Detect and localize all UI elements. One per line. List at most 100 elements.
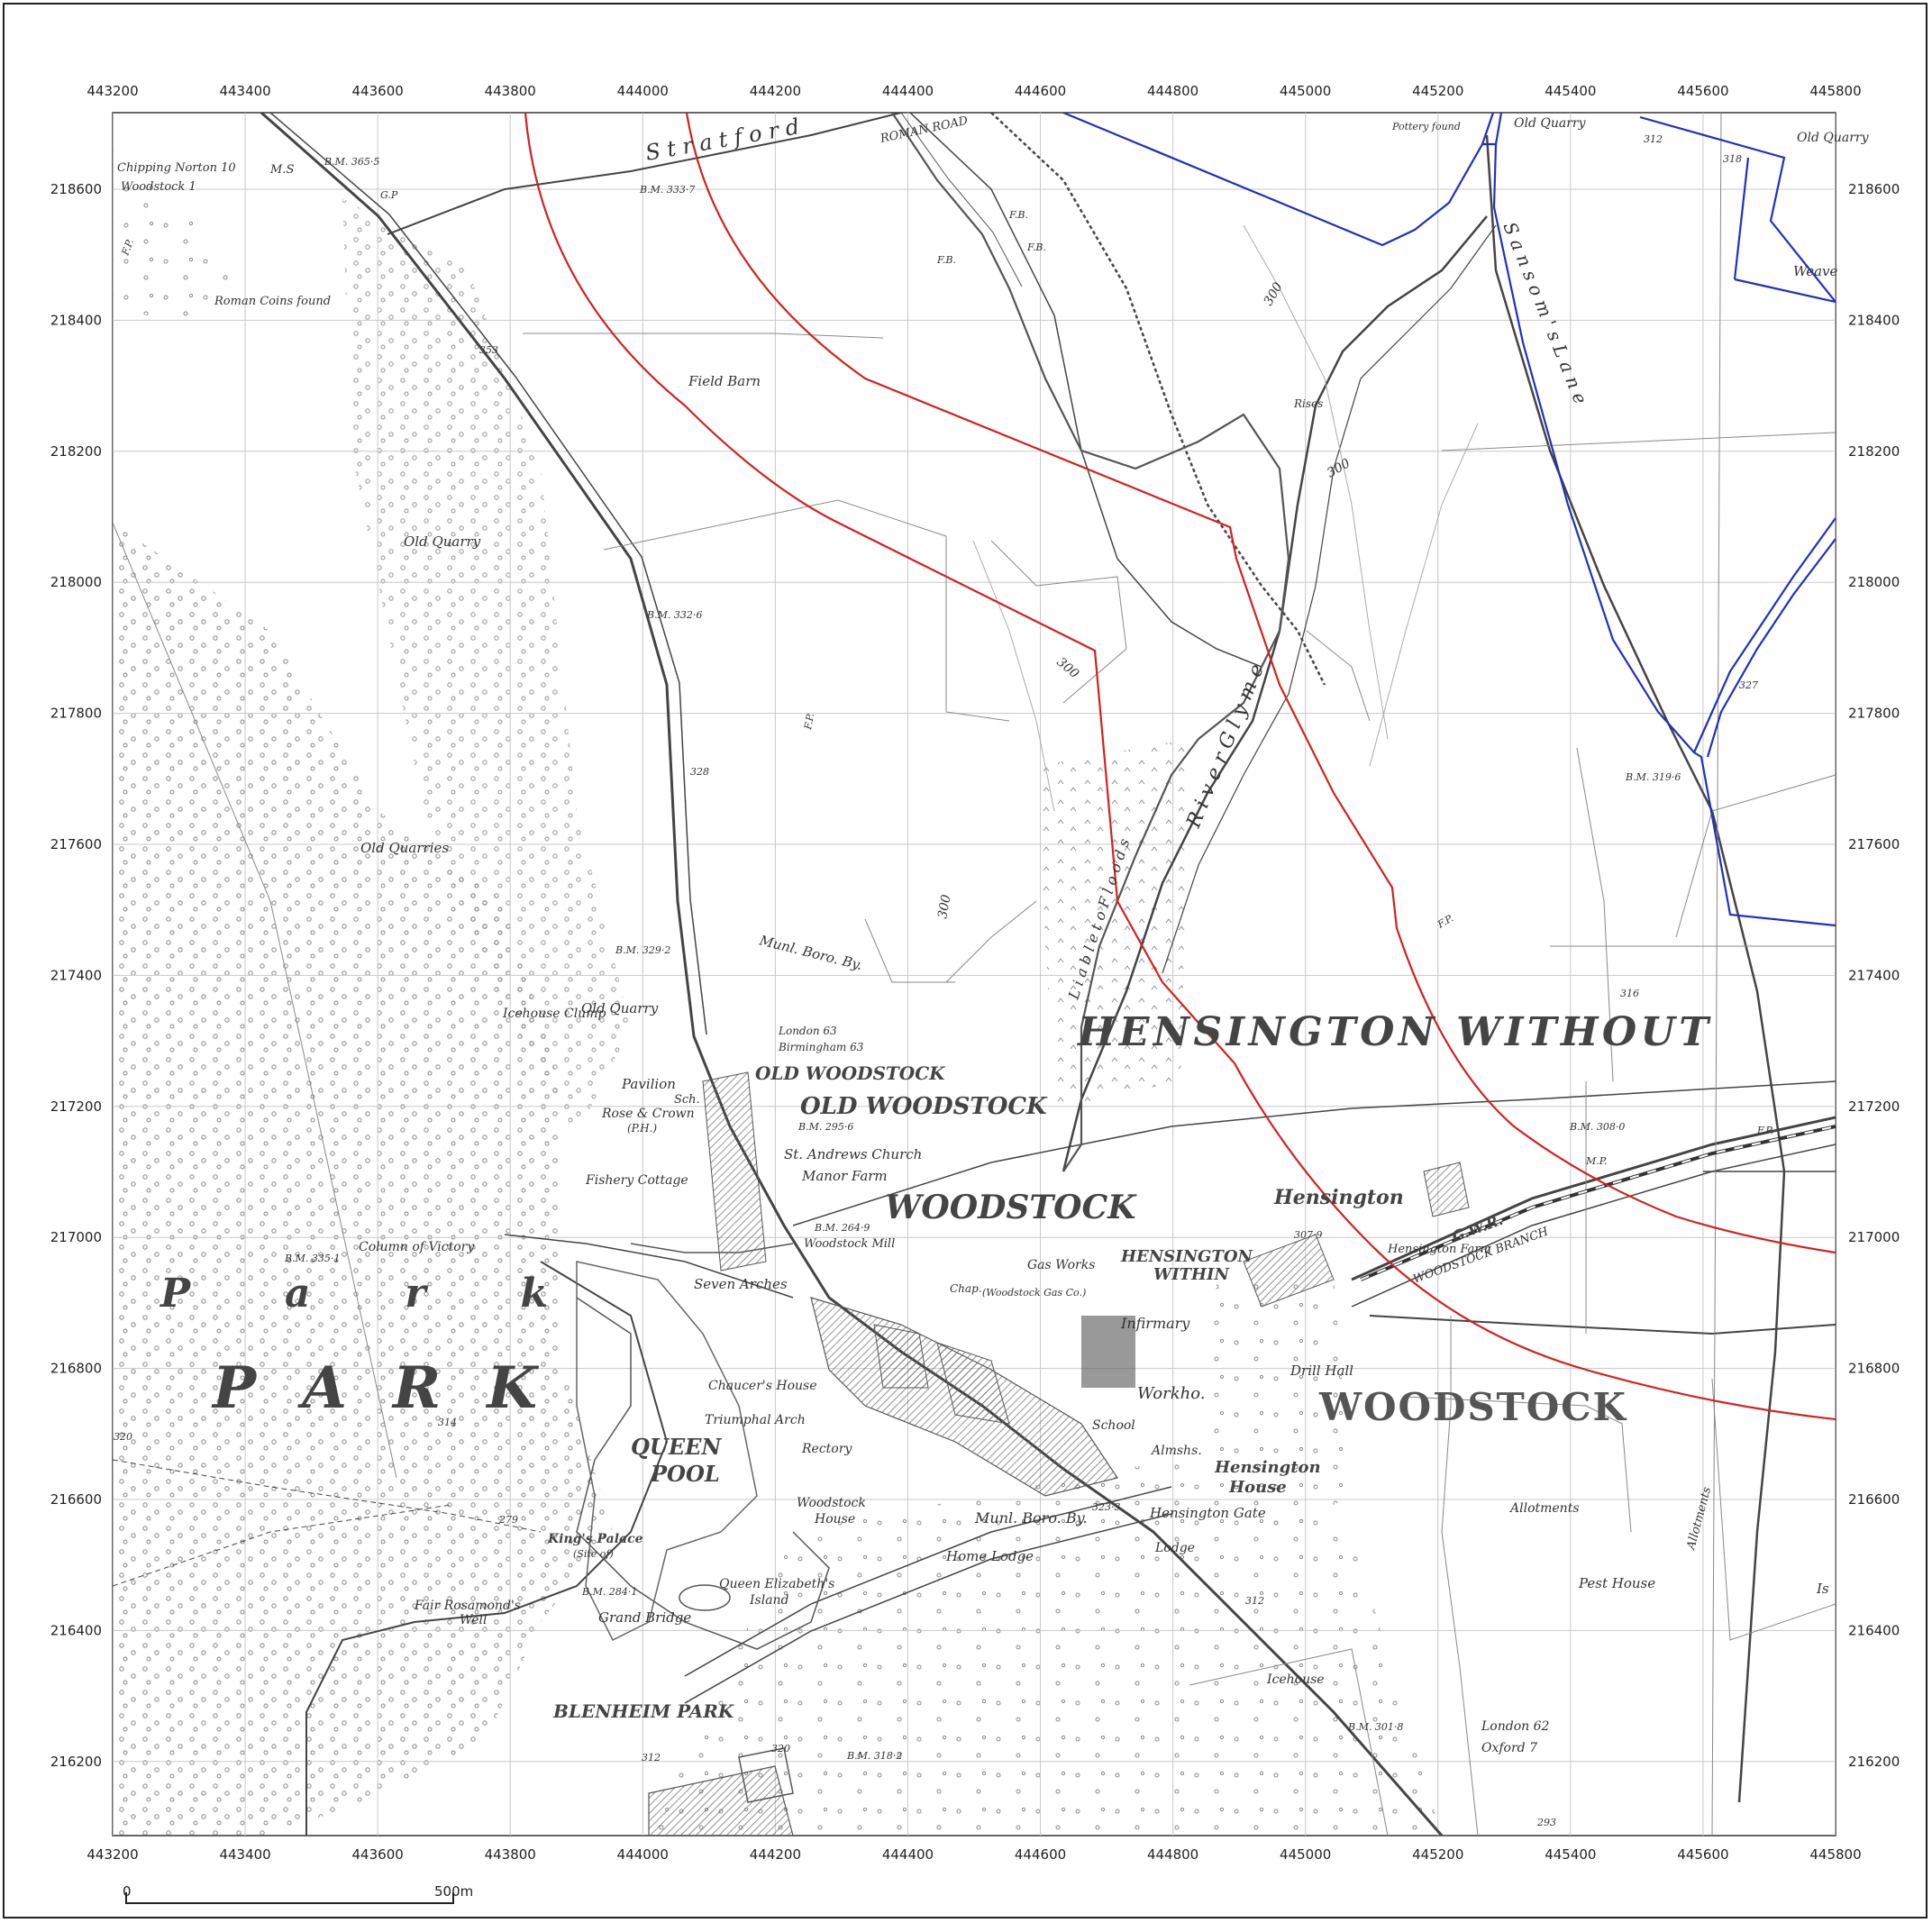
label-almshouses: Almshs. — [1150, 1444, 1202, 1458]
scale-bar-end: 500m — [434, 1883, 473, 1900]
x-tick-label: 443800 — [485, 1846, 536, 1863]
label-woodstock-house-1: Woodstock — [797, 1496, 866, 1510]
x-tick-label: 445400 — [1545, 1846, 1596, 1863]
label-sch: Sch. — [674, 1093, 700, 1107]
label-pottery-found: Pottery found — [1391, 121, 1461, 132]
label-chap-1: Chap. — [950, 1282, 982, 1295]
label-312a: 312 — [1245, 1595, 1264, 1607]
label-st-andrews: St. Andrews Church — [784, 1146, 922, 1162]
label-lodge: Lodge — [1154, 1541, 1195, 1555]
label-icehouse-2: Icehouse — [1266, 1672, 1325, 1687]
label-279: 279 — [498, 1514, 518, 1526]
label-320b: 320 — [771, 1743, 790, 1754]
label-bm-3326: B.M. 332·6 — [646, 609, 702, 621]
label-bm-3018: B.M. 301·8 — [1347, 1721, 1403, 1733]
label-pool: POOL — [650, 1461, 720, 1487]
label-school: School — [1092, 1418, 1135, 1433]
label-fp1: F.P. — [119, 238, 136, 258]
x-tick-label: 444400 — [882, 83, 934, 99]
label-rises: Rises — [1293, 397, 1323, 410]
x-tick-label: 443400 — [219, 1846, 270, 1863]
label-fp2: F.P. — [802, 712, 816, 731]
label-fishery-cottage: Fishery Cottage — [585, 1173, 688, 1188]
label-old-woodstock-2: OLD WOODSTOCK — [800, 1093, 1048, 1120]
red-boundaries — [524, 113, 1836, 1421]
x-tick-label: 445600 — [1677, 1846, 1728, 1863]
label-bm-2956: B.M. 295·6 — [797, 1121, 853, 1133]
label-woodstock-gas: (Woodstock Gas Co.) — [982, 1287, 1086, 1299]
x-tick-label: 444200 — [750, 83, 801, 99]
floodplain-marsh — [1036, 739, 1189, 1108]
y-tick-label: 217400 — [50, 967, 102, 983]
label-hensington-within-2: WITHIN — [1153, 1265, 1230, 1284]
label-old-quarry-right: Old Quarry — [1797, 131, 1870, 145]
x-tick-label: 444200 — [750, 1846, 801, 1863]
x-tick-label: 444600 — [1015, 83, 1066, 99]
y-tick-label: 216200 — [50, 1754, 102, 1770]
label-woodstock-big: WOODSTOCK — [885, 1189, 1137, 1226]
label-queen: QUEEN — [631, 1434, 722, 1460]
label-312b: 312 — [642, 1752, 661, 1764]
label-fb2: F.B. — [1026, 242, 1046, 253]
label-seven-arches: Seven Arches — [694, 1276, 788, 1292]
label-munl-boro-2: Munl. Boro. By. — [974, 1509, 1088, 1527]
label-hensington-within-1: HENSINGTON — [1120, 1247, 1253, 1266]
x-tick-label: 445000 — [1280, 83, 1331, 99]
label-327: 327 — [1739, 679, 1758, 691]
y-tick-label: 216200 — [1848, 1754, 1900, 1770]
label-chaucers-house: Chaucer's House — [708, 1379, 817, 1393]
label-3079: 307·9 — [1294, 1229, 1323, 1241]
y-tick-label: 216400 — [50, 1622, 102, 1638]
x-tick-label: 443600 — [352, 1846, 404, 1863]
x-tick-label: 443800 — [485, 83, 536, 99]
label-queen-elizabeths-1: Queen Elizabeth's — [719, 1577, 834, 1591]
label-grand-bridge: Grand Bridge — [598, 1609, 691, 1626]
x-tick-label: 445800 — [1809, 83, 1861, 99]
queen-pool — [576, 1261, 758, 1642]
label-fair-rosamonds-1: Fair Rosamond's — [414, 1599, 521, 1613]
grid-lines — [113, 113, 1836, 1836]
x-tick-label: 444000 — [617, 83, 669, 99]
y-tick-label: 218000 — [1848, 574, 1900, 590]
label-queen-elizabeths-2: Island — [749, 1593, 789, 1608]
river-glyme — [576, 113, 1290, 1650]
x-tick-label: 445200 — [1412, 1846, 1463, 1863]
label-old-quarry-top: Old Quarry — [1514, 116, 1587, 131]
label-rectory: Rectory — [801, 1442, 852, 1456]
label-woodstock-east: WOODSTOCK — [1318, 1385, 1627, 1429]
label-allotments: Allotments — [1508, 1501, 1580, 1516]
label-bm-3196: B.M. 319·6 — [1625, 771, 1681, 783]
y-tick-label: 218400 — [50, 312, 102, 328]
label-fb3: F.B. — [936, 254, 956, 266]
label-328: 328 — [690, 766, 709, 778]
label-birmingham-63: Birmingham 63 — [778, 1041, 864, 1053]
map-frame — [3, 3, 1927, 1918]
x-tick-label: 444800 — [1147, 1846, 1198, 1863]
y-tick-label: 218600 — [50, 181, 102, 197]
label-312c: 312 — [1644, 133, 1663, 145]
label-column-victory: Column of Victory — [359, 1240, 475, 1254]
label-316: 316 — [1620, 988, 1639, 999]
label-fp4: F.P. — [1756, 1125, 1773, 1136]
x-tick-label: 445800 — [1809, 1846, 1861, 1863]
label-woodstock-house-2: House — [814, 1512, 855, 1527]
y-tick-label: 217600 — [1848, 836, 1900, 852]
x-tick-label: 445000 — [1280, 1846, 1331, 1863]
y-tick-label: 218400 — [1848, 312, 1900, 328]
label-old-quarry-left: Old Quarry — [404, 533, 481, 550]
label-ph: (P.H.) — [627, 1122, 657, 1135]
label-manor-farm: Manor Farm — [801, 1168, 888, 1184]
y-tick-label: 217800 — [50, 706, 102, 722]
y-tick-label: 217000 — [1848, 1229, 1900, 1245]
label-pavilion: Pavilion — [621, 1076, 676, 1092]
label-320a: 320 — [114, 1431, 132, 1443]
y-tick-label: 217400 — [1848, 967, 1900, 983]
label-fair-rosamonds-2: Well — [460, 1613, 488, 1627]
label-isc: Is — [1816, 1581, 1829, 1597]
y-tick-label: 217200 — [50, 1098, 102, 1115]
park-woodland — [113, 523, 613, 1836]
railway-gwr — [1360, 1125, 1836, 1281]
